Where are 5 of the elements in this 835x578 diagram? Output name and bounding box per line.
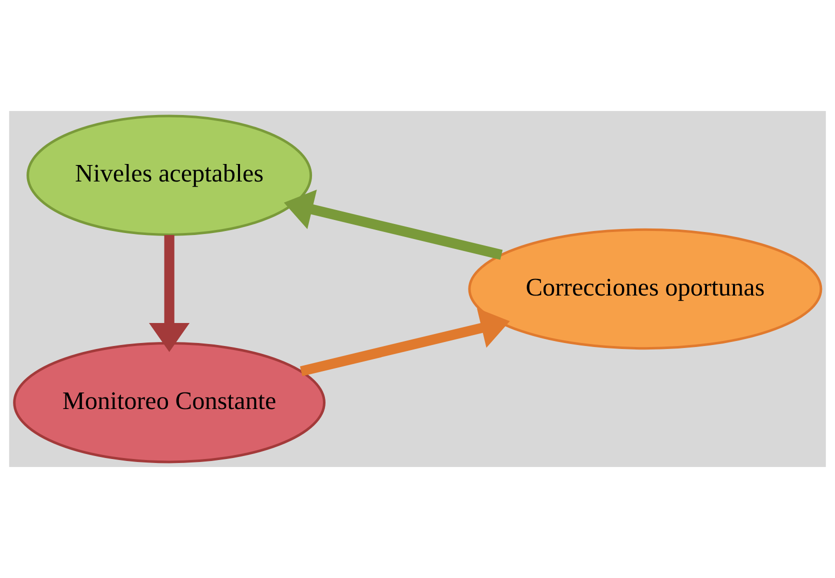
arrow	[149, 235, 190, 352]
node-ellipse: Monitoreo Constante	[13, 342, 326, 464]
arrow	[284, 190, 503, 260]
arrow	[300, 308, 510, 376]
node-ellipse: Niveles aceptables	[26, 114, 312, 236]
